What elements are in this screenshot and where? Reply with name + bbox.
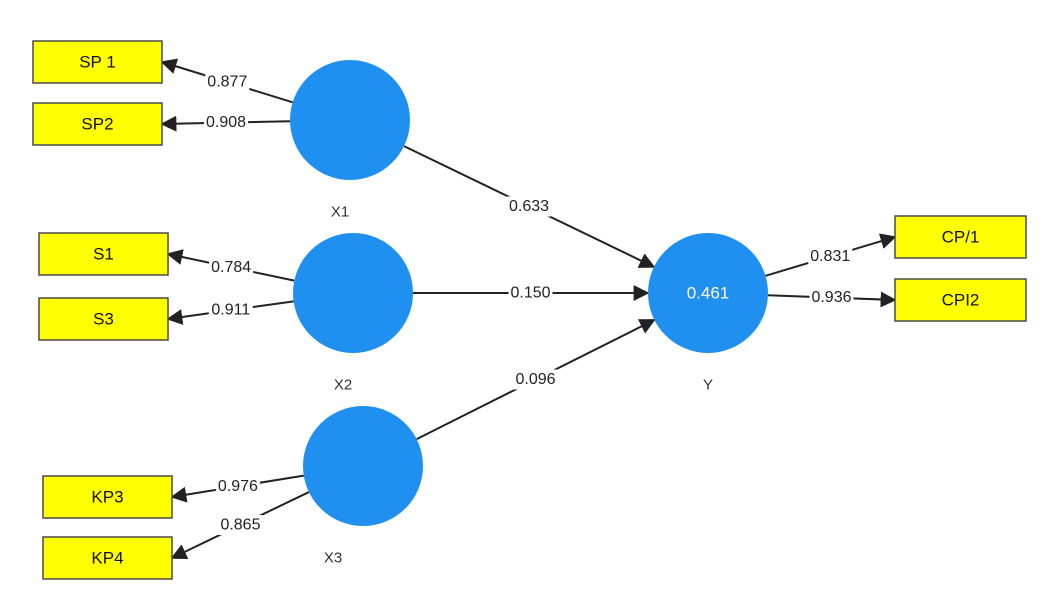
path-X3-Y-value: 0.096	[515, 371, 555, 388]
indicator-box-SP2[interactable]	[32, 102, 163, 146]
loading-X3-KP3: 0.976	[170, 474, 304, 503]
loading-Y-CPI2-label-bg	[809, 287, 854, 308]
indicator-SP1[interactable]: SP 1	[32, 40, 163, 84]
latent-X3[interactable]: X3	[303, 406, 423, 567]
path-X1-Y: 0.633	[403, 145, 656, 268]
path-X1-Y-value: 0.633	[509, 198, 549, 215]
path-X1-Y-label-bg	[507, 196, 551, 217]
loading-X3-KP4: 0.865	[170, 491, 310, 559]
indicator-box-KP3[interactable]	[42, 475, 173, 519]
indicator-box-KP4[interactable]	[42, 536, 173, 580]
indicator-S3[interactable]: S3	[38, 297, 169, 341]
latent-circle-X3[interactable]	[303, 406, 423, 526]
indicator-box-S3[interactable]	[38, 297, 169, 341]
loading-X2-S1-value: 0.784	[211, 259, 251, 276]
indicator-SP2[interactable]: SP2	[32, 102, 163, 146]
path-X3-Y: 0.096	[416, 319, 656, 440]
loading-X1-SP2-value: 0.908	[206, 114, 246, 131]
r-squared-Y: 0.461	[687, 284, 730, 303]
indicator-label-KP4: KP4	[91, 549, 123, 568]
latent-label-Y: Y	[703, 377, 713, 394]
loading-X2-S3: 0.911	[166, 300, 294, 325]
indicator-label-S1: S1	[93, 245, 114, 264]
latent-X2[interactable]: X2	[293, 233, 413, 394]
indicator-box-S1[interactable]	[38, 232, 169, 276]
loading-Y-CPI1-label-bg	[808, 246, 853, 267]
indicator-label-KP3: KP3	[91, 488, 123, 507]
indicator-CPI2[interactable]: CPI2	[894, 278, 1027, 322]
indicator-S1[interactable]: S1	[38, 232, 169, 276]
loading-X1-SP2-label-bg	[204, 112, 249, 133]
loading-Y-CPI2-value: 0.936	[811, 289, 851, 306]
loading-Y-CPI2: 0.936	[767, 287, 897, 308]
path-X2-Y-value: 0.150	[510, 285, 550, 302]
loading-X3-KP4-value: 0.865	[220, 517, 260, 534]
loading-X2-S3-value: 0.911	[211, 302, 250, 319]
indicator-label-S3: S3	[93, 310, 114, 329]
loading-X2-S1: 0.784	[166, 249, 295, 282]
path-X2-Y-label-bg	[508, 283, 553, 303]
latent-label-X2: X2	[334, 377, 352, 394]
loading-X1-SP1-value: 0.877	[207, 74, 247, 91]
path-X3-Y-label-bg	[513, 369, 558, 390]
loading-X3-KP3-label-bg	[215, 476, 260, 497]
loading-Y-CPI1-value: 0.831	[810, 248, 850, 265]
edges-layer: 0.877 0.908 0.784 0.911 0.976 0.865 0.831 0.936…	[160, 58, 897, 559]
loading-X3-KP4-label-bg	[218, 515, 263, 536]
indicator-box-CPI2[interactable]	[894, 278, 1027, 322]
indicator-label-CPI1: CP/1	[942, 228, 980, 247]
latent-circle-X1[interactable]	[290, 60, 410, 180]
loading-X1-SP1-label-bg	[205, 72, 250, 93]
loading-X1-SP1: 0.877	[160, 58, 293, 104]
indicator-box-CPI1[interactable]	[894, 215, 1027, 259]
indicator-label-SP1: SP 1	[79, 53, 116, 72]
indicator-label-SP2: SP2	[81, 115, 113, 134]
latent-X1[interactable]: X1	[290, 60, 410, 221]
loading-X3-KP3-value: 0.976	[218, 478, 258, 495]
loading-X1-SP2: 0.908	[160, 112, 291, 133]
indicator-KP4[interactable]: KP4	[42, 536, 173, 580]
path-X2-Y: 0.150	[413, 283, 650, 303]
loading-X2-S3-label-bg	[208, 300, 253, 321]
indicator-box-SP1[interactable]	[32, 40, 163, 84]
indicator-CPI1[interactable]: CP/1	[894, 215, 1027, 259]
latent-label-X1: X1	[331, 204, 349, 221]
latent-circle-Y[interactable]	[648, 233, 768, 353]
latent-circle-X2[interactable]	[293, 233, 413, 353]
indicator-KP3[interactable]: KP3	[42, 475, 173, 519]
loading-Y-CPI1: 0.831	[765, 233, 897, 277]
latent-label-X3: X3	[324, 550, 342, 567]
indicator-label-CPI2: CPI2	[942, 291, 980, 310]
loading-X2-S1-label-bg	[209, 257, 254, 278]
